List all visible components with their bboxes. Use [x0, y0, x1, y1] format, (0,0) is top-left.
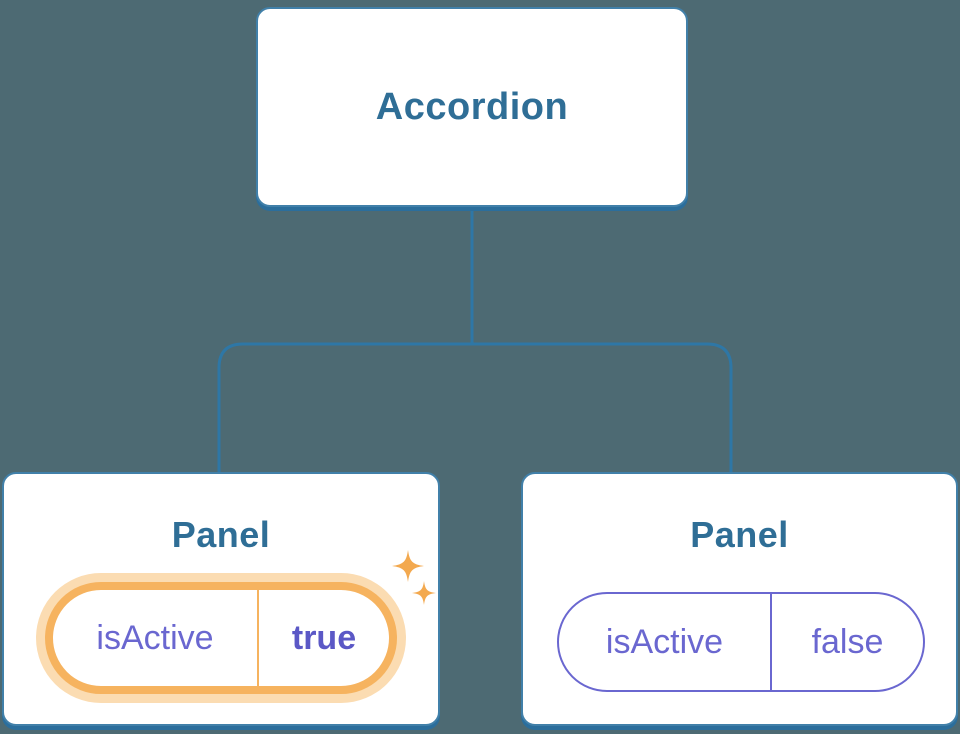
state-prop-name: isActive — [559, 594, 772, 690]
state-prop-value: false — [811, 622, 884, 661]
sparkle-icon — [392, 550, 436, 605]
panel-node-label: Panel — [690, 514, 789, 555]
sparkle-large-icon — [392, 550, 424, 582]
state-pill-inactive: isActive false — [557, 592, 925, 692]
accordion-node-label: Accordion — [375, 85, 569, 128]
accordion-node: Accordion — [256, 7, 688, 207]
panel-node-inactive: Panel isActive false — [521, 472, 958, 726]
connector-branch-line — [217, 342, 733, 476]
panel-node-label: Panel — [171, 514, 271, 555]
panel-node-active: Panel isActive true — [2, 472, 440, 726]
state-prop-value: true — [291, 618, 357, 657]
state-prop-name: isActive — [53, 590, 259, 686]
sparkle-small-icon — [412, 581, 436, 605]
state-pill-active: isActive true — [45, 582, 397, 694]
